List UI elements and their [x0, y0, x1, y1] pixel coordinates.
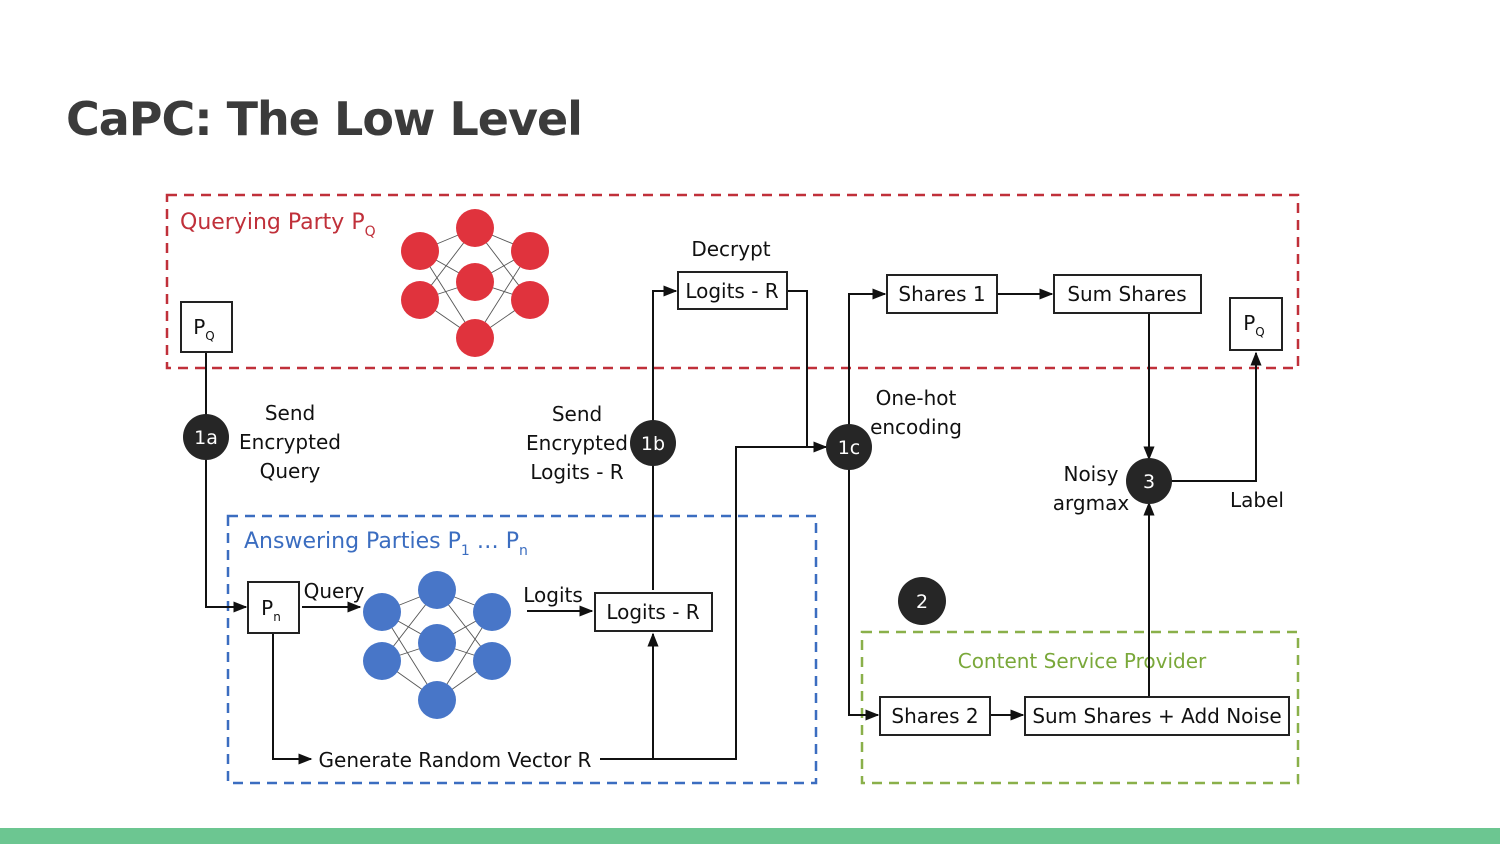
connector-generate-to-logits — [600, 632, 659, 760]
nn-node — [401, 232, 439, 270]
answering-parties-label: Answering Parties P1 … Pn — [244, 529, 528, 559]
pn-box — [247, 581, 300, 634]
nn-node — [363, 642, 401, 680]
svg-text:1b: 1b — [641, 433, 665, 455]
generate-label: Generate Random Vector R — [319, 748, 592, 772]
connector-pq-to-pn — [205, 352, 248, 613]
connector-1c-to-shares2 — [848, 467, 880, 721]
nn-node — [363, 593, 401, 631]
onehot-line1: One-hot — [876, 386, 957, 410]
decrypt-label: Decrypt — [691, 237, 770, 261]
send-logits-line1: Send — [552, 402, 602, 426]
step-3-badge: 3 — [1126, 458, 1172, 504]
pq-left-label: PQ — [193, 315, 215, 343]
pq-right-box — [1229, 297, 1283, 351]
shares1-label: Shares 1 — [898, 282, 985, 306]
step-1b-badge: 1b — [630, 420, 676, 466]
shares2-label: Shares 2 — [891, 704, 978, 728]
pn-label: Pn — [261, 596, 281, 624]
nn-node — [511, 232, 549, 270]
sum-shares-label: Sum Shares — [1067, 282, 1186, 306]
connector-1c-to-shares1 — [848, 288, 887, 427]
svg-text:1c: 1c — [838, 437, 861, 459]
csp-region — [860, 630, 1300, 785]
step-2-badge: 2 — [898, 577, 946, 625]
connector-3-to-pq — [1171, 351, 1262, 482]
nn-node — [456, 319, 494, 357]
nn-node — [456, 263, 494, 301]
nn-node — [511, 281, 549, 319]
logits-label: Logits — [523, 583, 583, 607]
shares2-box — [879, 696, 991, 736]
csp-label: Content Service Provider — [958, 649, 1207, 673]
nn-node — [401, 281, 439, 319]
sum-shares-noise-box — [1024, 696, 1290, 736]
logits-r-top-box — [677, 271, 788, 310]
query-label: Query — [304, 579, 365, 603]
send-query-line2: Encrypted — [239, 430, 341, 454]
send-query-line1: Send — [265, 401, 315, 425]
logits-r-bottom-box — [594, 592, 713, 632]
connector-pn-to-generate — [272, 634, 313, 765]
send-logits-line2: Encrypted — [526, 431, 628, 455]
querying-party-label: Querying Party PQ — [180, 210, 376, 240]
nn-node — [473, 593, 511, 631]
logits-r-bottom-label: Logits - R — [606, 600, 699, 624]
pq-right-label: PQ — [1243, 311, 1265, 339]
step-1c-badge: 1c — [826, 424, 872, 470]
onehot-line2: encoding — [870, 415, 962, 439]
send-query-line3: Query — [260, 459, 321, 483]
noisy-line1: Noisy — [1063, 462, 1118, 486]
svg-text:1a: 1a — [194, 427, 218, 449]
logits-r-top-label: Logits - R — [685, 279, 778, 303]
querying-party-region — [165, 193, 1300, 370]
step-1a-badge: 1a — [183, 414, 229, 460]
sum-shares-box — [1053, 274, 1202, 314]
noisy-line2: argmax — [1053, 491, 1130, 515]
nn-node — [418, 571, 456, 609]
bottom-accent-bar — [0, 828, 1500, 844]
nn-node — [418, 681, 456, 719]
nn-node — [418, 624, 456, 662]
pq-left-box — [180, 301, 233, 353]
svg-text:3: 3 — [1143, 471, 1155, 493]
send-logits-line3: Logits - R — [530, 460, 623, 484]
label-label: Label — [1230, 488, 1284, 512]
nn-node — [456, 209, 494, 247]
shares1-box — [886, 274, 998, 314]
svg-text:2: 2 — [916, 591, 928, 613]
slide-title: CaPC: The Low Level — [66, 92, 583, 146]
sum-shares-noise-label: Sum Shares + Add Noise — [1032, 704, 1281, 728]
nn-node — [473, 642, 511, 680]
connector-r-to-1c — [653, 441, 828, 760]
connector-logits-up — [652, 285, 678, 590]
answering-parties-region — [226, 514, 818, 785]
